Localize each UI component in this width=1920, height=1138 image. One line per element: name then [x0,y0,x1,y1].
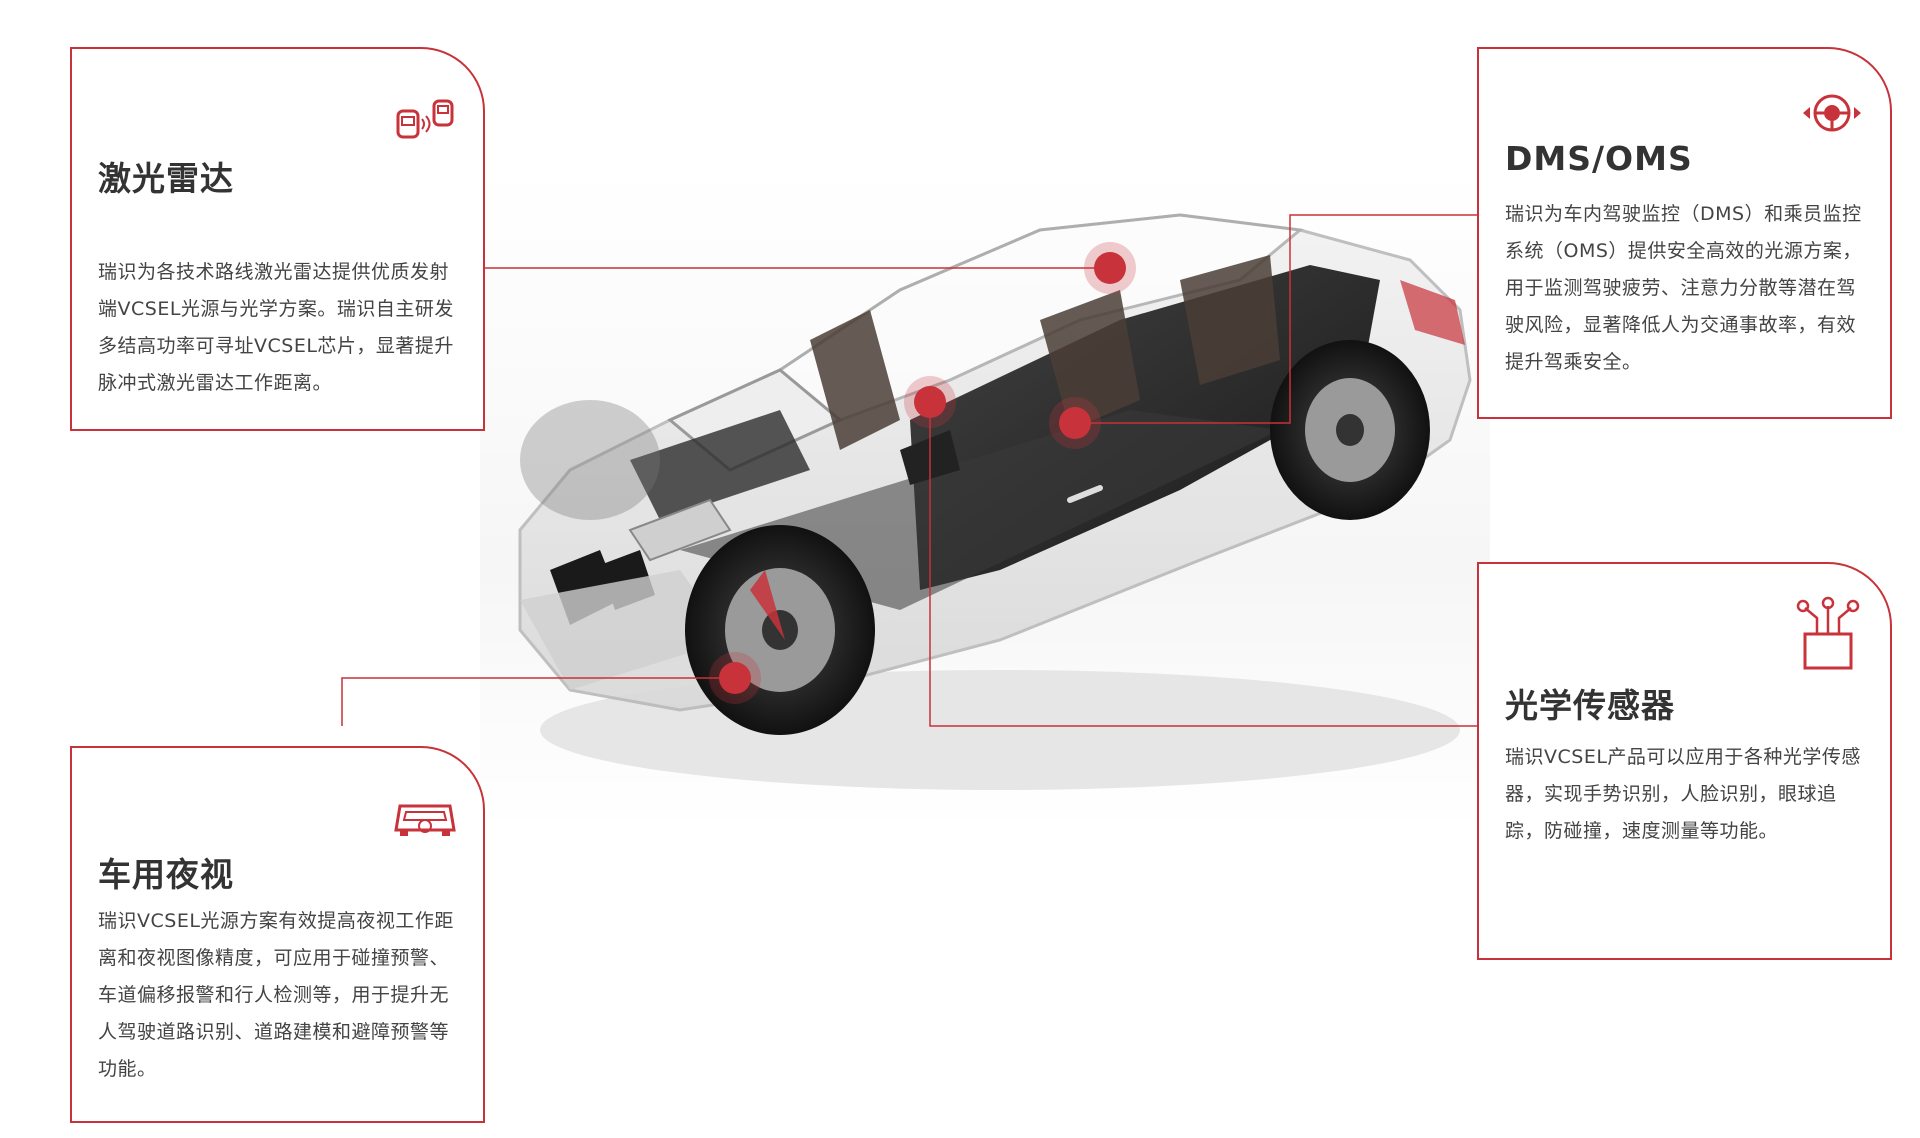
dms-card: DMS/OMS 瑞识为车内驾驶监控（DMS）和乘员监控系统（OMS）提供安全高效… [1477,47,1892,419]
night-vision-car-icon [390,790,460,846]
optical-sensor-card: 光学传感器 瑞识VCSEL产品可以应用于各种光学传感器，实现手势识别，人脸识别，… [1477,562,1892,960]
dms-title: DMS/OMS [1505,139,1693,178]
car-cutaway-illustration [518,213,1472,790]
steering-wheel-icon [1797,85,1867,141]
night-vision-card: 车用夜视 瑞识VCSEL光源方案有效提高夜视工作距离和夜视图像精度，可应用于碰撞… [70,746,485,1123]
night-vision-description: 瑞识VCSEL光源方案有效提高夜视工作距离和夜视图像精度，可应用于碰撞预警、车道… [98,910,454,1080]
optical-sensor-description: 瑞识VCSEL产品可以应用于各种光学传感器，实现手势识别，人脸识别，眼球追踪，防… [1505,746,1861,842]
lidar-card: 激光雷达 瑞识为各技术路线激光雷达提供优质发射端VCSEL光源与光学方案。瑞识自… [70,47,485,431]
lidar-car-icon [390,89,460,145]
night-vision-title: 车用夜视 [98,855,234,894]
optical-sensor-title: 光学传感器 [1505,686,1675,725]
lidar-description: 瑞识为各技术路线激光雷达提供优质发射端VCSEL光源与光学方案。瑞识自主研发多结… [98,261,454,394]
car-illustration [480,170,1490,830]
dms-description: 瑞识为车内驾驶监控（DMS）和乘员监控系统（OMS）提供安全高效的光源方案，用于… [1505,203,1862,373]
lidar-title: 激光雷达 [98,159,234,198]
sensor-icon [1787,596,1867,676]
